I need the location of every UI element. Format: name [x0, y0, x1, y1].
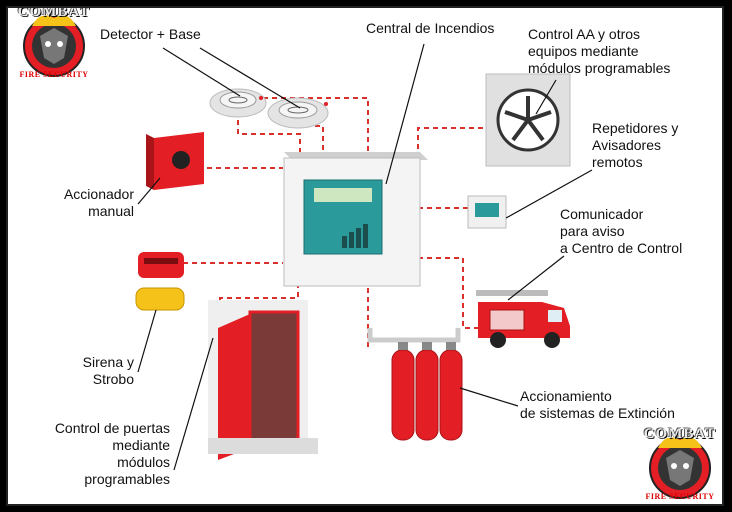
detector-right	[259, 96, 329, 129]
label-accionador: Accionador manual	[63, 186, 134, 219]
repeater	[467, 195, 507, 229]
label-extincion: Accionamiento de sistemas de Extinción	[520, 388, 675, 421]
combat-logo-top: COMBAT FIRE SECURITY	[10, 6, 98, 94]
extinguisher-cylinders	[367, 328, 463, 441]
fire-dog-emblem	[23, 15, 85, 77]
label-puertas: Control de puertas mediante módulos prog…	[54, 420, 170, 487]
label-detector: Detector + Base	[100, 26, 201, 42]
label-sirena: Sirena y Strobo	[82, 354, 134, 387]
label-control-aa: Control AA y otros equipos mediante módu…	[528, 26, 671, 76]
detector-left	[209, 88, 267, 118]
fire-system-diagram	[135, 43, 593, 471]
door	[208, 300, 318, 460]
ac-unit	[485, 73, 571, 167]
logo-sub-bottom: FIRE SECURITY	[645, 492, 715, 501]
fire-dog-emblem	[649, 437, 711, 499]
fire-panel	[283, 152, 428, 287]
diagram-frame: Detector + Base Central de Incendios Con…	[6, 6, 724, 506]
label-repetidores: Repetidores y Avisadores remotos	[592, 120, 679, 170]
combat-logo-bottom: COMBAT FIRE SECURITY	[636, 426, 722, 504]
logo-brand-bottom: COMBAT	[643, 426, 717, 442]
leader-lines	[137, 43, 593, 471]
logo-brand-top: COMBAT	[17, 6, 91, 20]
label-central: Central de Incendios	[366, 20, 495, 36]
fire-truck	[476, 290, 570, 348]
siren-strobe	[135, 252, 185, 311]
manual-call-point	[146, 132, 204, 190]
logo-sub-top: FIRE SECURITY	[19, 70, 89, 79]
label-comunicador: Comunicador para aviso a Centro de Contr…	[560, 206, 683, 256]
